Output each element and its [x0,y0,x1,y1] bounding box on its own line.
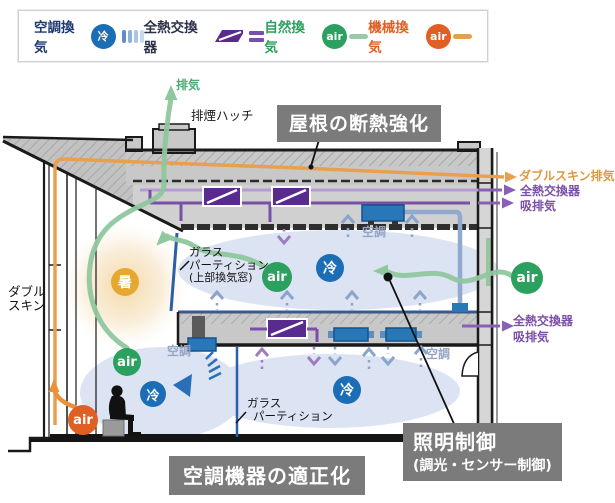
legend-label-heat-exchanger: 全熱交換器 [143,20,198,56]
heat-exchanger-unit-2f-b [271,186,311,207]
legend-label-mechanical-ventilation: 機械換気 [368,20,409,56]
heat-exchanger-lines-icon [249,30,265,42]
heat-exchanger-unit-2f-a [202,186,242,207]
lighting-control-callout: 照明制御 (調光・センサー制御) [403,423,562,481]
floor-slab [50,434,462,441]
ac-airflow-triangle [173,374,192,397]
structure-lines [2,135,498,453]
hot-badge: 暑 [111,268,139,296]
intake-exhaust-upper-label: 吸排気 [520,199,557,213]
ac-label-1f-left: 空調 [167,344,192,358]
ac-unit-1f-left [187,337,217,352]
green-line-icon [349,33,369,39]
air-green-icon: air [322,23,348,49]
ac-unit-1f-a [333,327,369,342]
double-skin-exhaust-label: ダブルスキン排気 [519,169,615,183]
smoke-hatch-label: 排煙ハッチ [191,108,254,123]
legend-item-heat-exchanger: 全熱交換器 [144,16,265,56]
ac-label-2f: 空調 [362,225,387,239]
legend-item-mechanical-ventilation: 機械換気 air [368,16,472,56]
ac-label-1f-right: 空調 [426,347,451,361]
legend-label-natural-ventilation: 自然換気 [264,20,305,56]
roof-insulation-callout: 屋根の断熱強化 [277,105,442,142]
cool-badge-icon: 冷 [90,23,116,49]
building-structure [3,123,494,438]
callout-lines [179,139,456,427]
air-badge-mechanical: air [68,405,98,435]
double-skin-exhaust-duct [48,157,517,425]
exhaust-label: 排気 [176,78,201,92]
lighting-control-title: 照明制御 [413,430,497,454]
airflow-chevrons [209,213,429,369]
legend-item-natural-ventilation: 自然換気 air [264,16,369,56]
floor-line [30,439,497,442]
seated-person [102,385,141,437]
cold-badge-2f: 冷 [316,254,344,282]
heat-exchanger-ducts [140,184,516,342]
cold-badge-1f-left: 冷 [140,381,166,407]
natural-ventilation-arrowheads [156,85,388,278]
glass-partition-lower-label: ガラス パーティション [247,396,333,424]
legend: 空調換気 冷 全熱交換器 自然換気 air 機械換気 air [17,9,489,63]
heat-exchanger-icon [214,30,244,42]
air-badge-1f: air [113,348,141,376]
heat-exchanger-unit-1f [266,318,308,339]
hvac-optimization-callout: 空調機器の適正化 [169,456,365,495]
heat-exchanger-upper-label: 全熱交換器 [520,184,581,198]
intake-exhaust-lower-label: 吸排気 [513,330,550,344]
glass-partition-upper-label: ガラス パーティション (上部換気窓) [189,245,269,285]
ac-units [169,204,468,437]
glass-partition-2f [169,232,179,312]
ac-unit-2f [361,204,405,222]
cool-airflow-icon [121,29,144,43]
air-badge-2f: air [262,262,292,292]
natural-ventilation-flows [86,95,515,351]
lighting-control-subtitle: (調光・センサー制御) [413,458,552,474]
stool [102,419,125,437]
legend-label-ac-ventilation: 空調換気 [34,20,75,56]
orange-line-icon [452,33,472,39]
air-orange-icon: air [425,23,451,49]
air-badge-right: air [511,262,543,294]
cold-badge-1f-right: 冷 [333,376,361,404]
heat-exchanger-lower-label: 全熱交換器 [513,314,574,328]
ac-unit-1f-b [385,327,417,342]
double-skin-label: ダブル スキン [8,284,46,314]
ac-airflow-fan [205,351,222,381]
legend-item-ac-ventilation: 空調換気 冷 [34,16,144,56]
